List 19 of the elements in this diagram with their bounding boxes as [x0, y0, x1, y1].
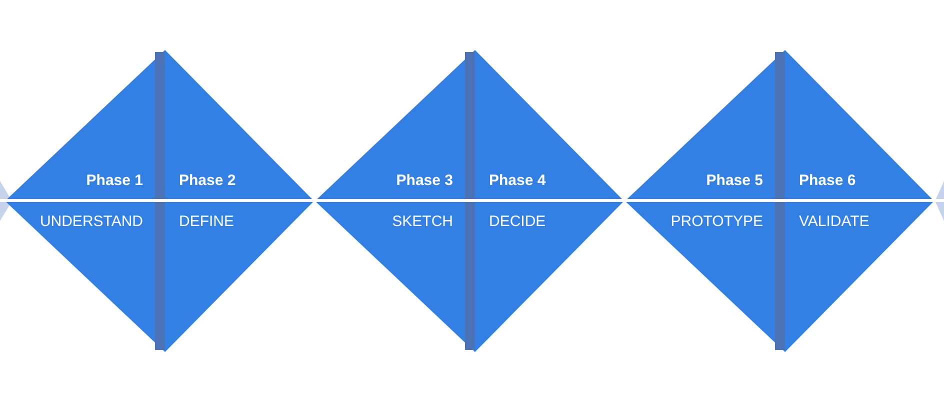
- phase-name: DECIDE: [489, 213, 546, 230]
- phase-triangle: [165, 50, 314, 352]
- partial-triangle: [935, 181, 944, 221]
- phase-number: Phase 3: [396, 172, 453, 189]
- phase-number: Phase 1: [86, 172, 143, 189]
- phase-triangle: [475, 50, 624, 352]
- phase-name: PROTOTYPE: [670, 213, 763, 230]
- phase-number: Phase 6: [799, 172, 856, 189]
- phase-name: SKETCH: [392, 213, 453, 230]
- phase-triangle: [625, 50, 785, 352]
- phase-number: Phase 2: [179, 172, 236, 189]
- phase-triangle: [5, 50, 165, 352]
- phase-number: Phase 5: [706, 172, 763, 189]
- phase-name: UNDERSTAND: [40, 213, 143, 230]
- phase-name: VALIDATE: [799, 213, 870, 230]
- phase-triangle: [315, 50, 475, 352]
- phase-name: DEFINE: [179, 213, 234, 230]
- phase-number: Phase 4: [489, 172, 546, 189]
- phase-triangle: [785, 50, 934, 352]
